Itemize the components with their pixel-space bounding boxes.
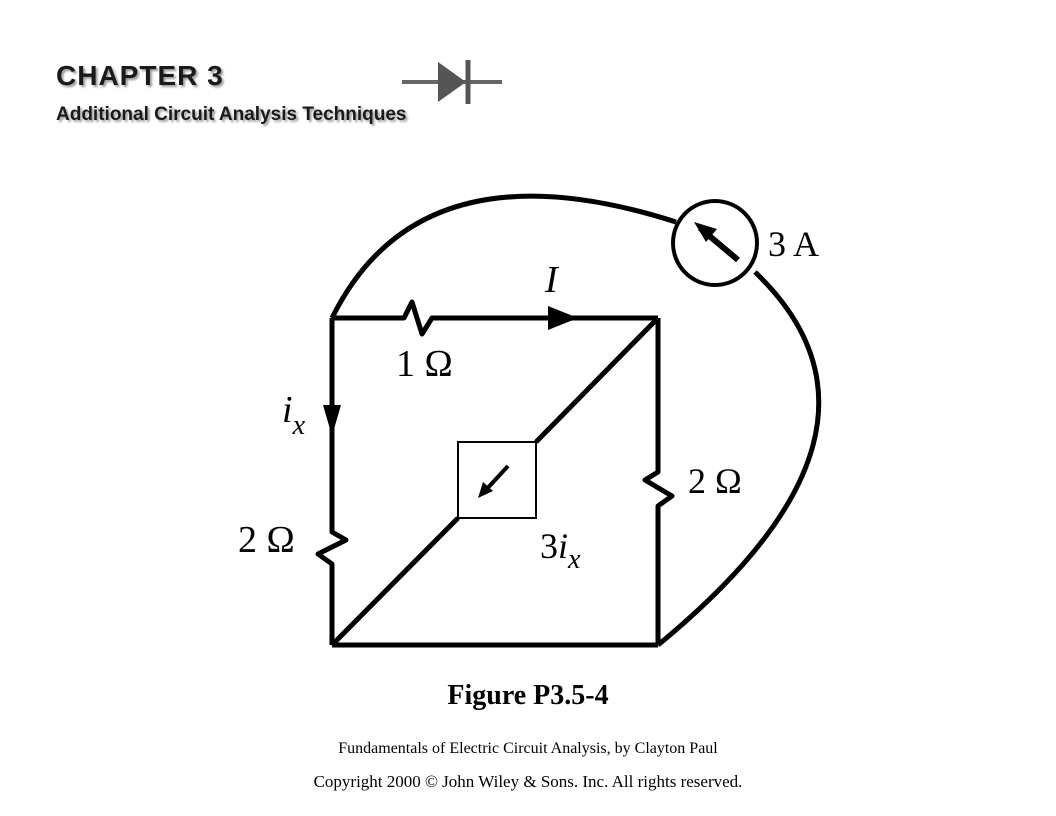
current-arrow-icon bbox=[548, 306, 578, 330]
copyright-notice: Copyright 2000 © John Wiley & Sons. Inc.… bbox=[313, 772, 743, 791]
ix-arrow-icon bbox=[323, 405, 341, 436]
ix-label: ix bbox=[282, 389, 306, 441]
chapter-title: CHAPTER 3 bbox=[56, 60, 224, 91]
current-label: I bbox=[544, 259, 560, 301]
diagonal-wire-lower bbox=[330, 516, 460, 647]
left-wire-with-resistor bbox=[315, 318, 349, 645]
top-wire-with-resistor bbox=[332, 299, 658, 337]
outer-arc-left bbox=[329, 193, 677, 320]
chapter-subtitle: Additional Circuit Analysis Techniques bbox=[56, 104, 407, 125]
source-label: 3 A bbox=[768, 224, 819, 264]
resistor-top-label: 1 Ω bbox=[396, 343, 453, 385]
diode-icon bbox=[402, 60, 502, 104]
resistor-left-label: 2 Ω bbox=[238, 519, 295, 561]
outer-arc-right bbox=[656, 270, 822, 647]
dependent-source-label: 3ix bbox=[540, 526, 581, 575]
figure-caption: Figure P3.5-4 bbox=[447, 680, 609, 711]
diagonal-wire-upper bbox=[534, 316, 660, 444]
resistor-right-label: 2 Ω bbox=[688, 461, 742, 501]
book-credit: Fundamentals of Electric Circuit Analysi… bbox=[338, 740, 718, 757]
chapter-header: CHAPTER 3 Additional Circuit Analysis Te… bbox=[44, 48, 504, 158]
right-wire-with-resistor bbox=[642, 318, 675, 645]
